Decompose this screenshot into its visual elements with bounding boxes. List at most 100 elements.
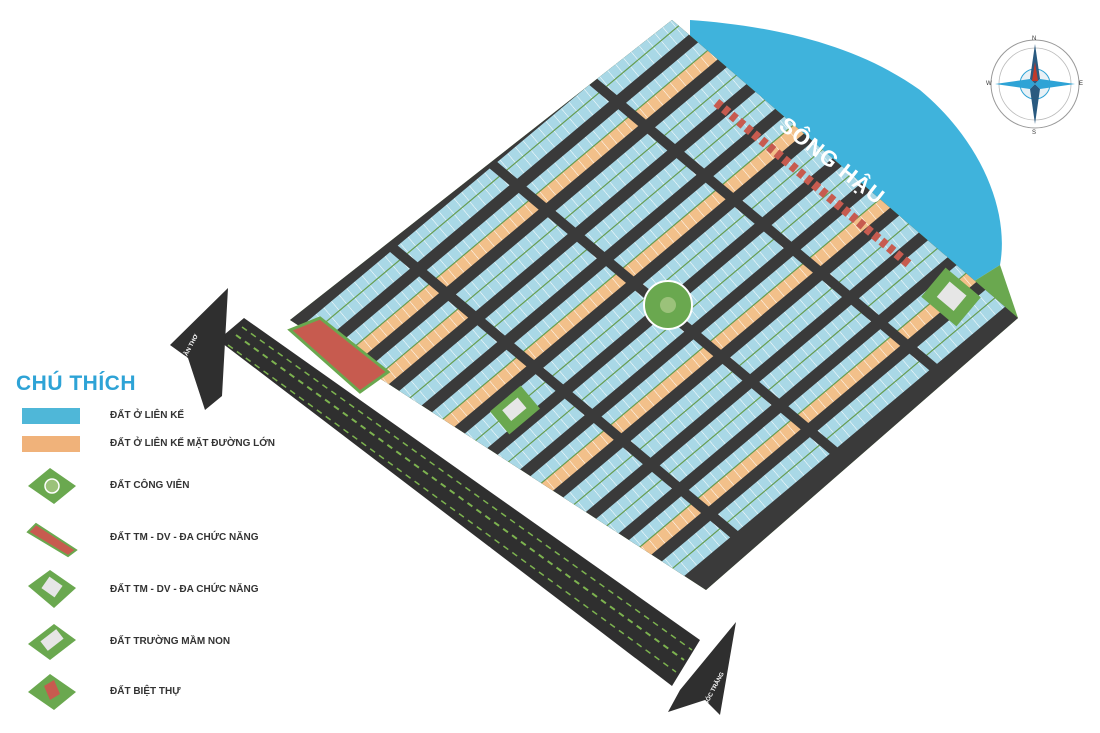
land-lot bbox=[659, 388, 761, 474]
commercial-unit bbox=[765, 143, 777, 154]
land-lot bbox=[698, 421, 801, 507]
land-lot bbox=[524, 274, 626, 360]
river-bank bbox=[960, 265, 1018, 318]
land-lot bbox=[370, 309, 469, 391]
commercial-unit bbox=[795, 168, 807, 180]
land-lot bbox=[584, 158, 686, 244]
land-lot bbox=[671, 231, 774, 317]
commercial-unit bbox=[713, 99, 724, 110]
commercial-unit bbox=[893, 250, 904, 261]
legend-item-biet-thu: ĐẤT BIỆT THỰ bbox=[16, 670, 276, 720]
land-lot bbox=[572, 315, 674, 400]
legend-label: ĐẤT TRƯỜNG MẦM NON bbox=[110, 636, 231, 647]
land-lot bbox=[555, 133, 657, 219]
commercial-unit bbox=[750, 130, 762, 142]
block-divider bbox=[639, 371, 733, 450]
block-divider bbox=[797, 336, 891, 415]
commercial-unit bbox=[728, 111, 739, 123]
land-lot bbox=[331, 276, 429, 358]
compass-w-label: W bbox=[986, 81, 992, 87]
land-lot bbox=[582, 323, 685, 409]
land-lot bbox=[623, 190, 726, 277]
legend-item-lien-ke-mat-duong: ĐẤT Ở LIÊN KẾ MẶT ĐƯỜNG LỚN bbox=[16, 432, 276, 482]
block-divider bbox=[739, 287, 832, 366]
land-lot bbox=[397, 168, 499, 254]
arrow-can-tho bbox=[170, 288, 228, 410]
block-divider bbox=[593, 165, 687, 244]
block-divider bbox=[581, 322, 675, 401]
block-divider bbox=[436, 200, 529, 279]
commercial-unit bbox=[780, 155, 792, 167]
land-lot bbox=[312, 260, 410, 342]
commercial-unit bbox=[743, 124, 754, 135]
land-lot bbox=[429, 358, 527, 440]
block-divider bbox=[564, 141, 658, 220]
legend-label: ĐẤT Ở LIÊN KẾ bbox=[110, 410, 185, 421]
commercial-unit bbox=[773, 149, 784, 161]
land-lot bbox=[360, 300, 458, 382]
legend-item-tm-dv-2: ĐẤT TM - DV - ĐA CHỨC NĂNG bbox=[16, 568, 276, 618]
land-lot bbox=[613, 182, 715, 268]
block-divider bbox=[535, 116, 629, 195]
land-lot bbox=[526, 109, 628, 195]
land-lot bbox=[701, 255, 803, 341]
land-lot bbox=[390, 325, 487, 407]
legend-item-truong-mam-non: ĐẤT TRƯỜNG MẦM NON bbox=[16, 620, 276, 670]
commercial-unit bbox=[870, 231, 882, 243]
villa-thumbnail-icon bbox=[28, 674, 76, 710]
legend-label: ĐẤT TM - DV - ĐA CHỨC NĂNG bbox=[110, 532, 259, 543]
commercial-unit bbox=[855, 218, 867, 230]
block-divider bbox=[622, 190, 716, 269]
commercial-unit bbox=[825, 193, 837, 205]
land-lot bbox=[769, 313, 872, 399]
land-lot bbox=[465, 225, 568, 312]
compass-e-label: E bbox=[1079, 81, 1084, 87]
land-lot bbox=[827, 361, 930, 448]
block-divider bbox=[494, 249, 587, 328]
legend-item-lien-ke: ĐẤT Ở LIÊN KẾ bbox=[16, 404, 276, 454]
land-lot bbox=[688, 412, 790, 498]
block-divider bbox=[652, 214, 745, 293]
land-lot bbox=[727, 445, 830, 531]
arrow-soc-trang bbox=[668, 622, 736, 715]
legend-item-tm-dv-1: ĐẤT TM - DV - ĐA CHỨC NĂNG bbox=[16, 516, 276, 566]
land-lot bbox=[400, 333, 498, 416]
commercial-unit bbox=[833, 199, 844, 211]
compass-n-label: N bbox=[1032, 36, 1037, 42]
land-lot bbox=[632, 529, 731, 590]
land-lot bbox=[497, 84, 599, 170]
block-divider bbox=[698, 420, 791, 499]
block-divider bbox=[768, 312, 862, 391]
land-lot bbox=[798, 337, 901, 423]
block-divider bbox=[506, 92, 600, 171]
land-lot bbox=[642, 207, 744, 292]
block-divider bbox=[406, 176, 500, 254]
land-lot bbox=[817, 353, 919, 439]
block-divider bbox=[606, 20, 707, 87]
land-lot bbox=[553, 298, 656, 385]
land-lot bbox=[514, 266, 616, 351]
land-lot bbox=[611, 347, 714, 434]
commercial-unit bbox=[863, 225, 874, 236]
land-lot bbox=[681, 239, 784, 326]
site-interior bbox=[290, 20, 1018, 590]
river-song-hau bbox=[690, 20, 1002, 290]
land-lot bbox=[543, 290, 645, 376]
commercial-unit bbox=[788, 162, 799, 173]
orange-lot-swatch bbox=[22, 436, 80, 452]
commercial-unit bbox=[900, 256, 912, 268]
park-thumbnail-icon bbox=[28, 468, 76, 504]
commercial-unit bbox=[735, 117, 747, 129]
land-lot bbox=[640, 372, 743, 458]
land-lot bbox=[455, 217, 558, 303]
block-divider bbox=[552, 298, 646, 377]
land-lot bbox=[565, 142, 668, 228]
legend-item-cong-vien: ĐẤT CÔNG VIÊN bbox=[16, 464, 276, 514]
land-lot bbox=[717, 437, 820, 522]
school-thumbnail-icon bbox=[28, 624, 76, 660]
land-lot bbox=[669, 396, 772, 483]
legend-label: ĐẤT Ở LIÊN KẾ MẶT ĐƯỜNG LỚN bbox=[110, 438, 275, 449]
land-lot bbox=[536, 117, 639, 204]
block-divider bbox=[428, 357, 517, 432]
